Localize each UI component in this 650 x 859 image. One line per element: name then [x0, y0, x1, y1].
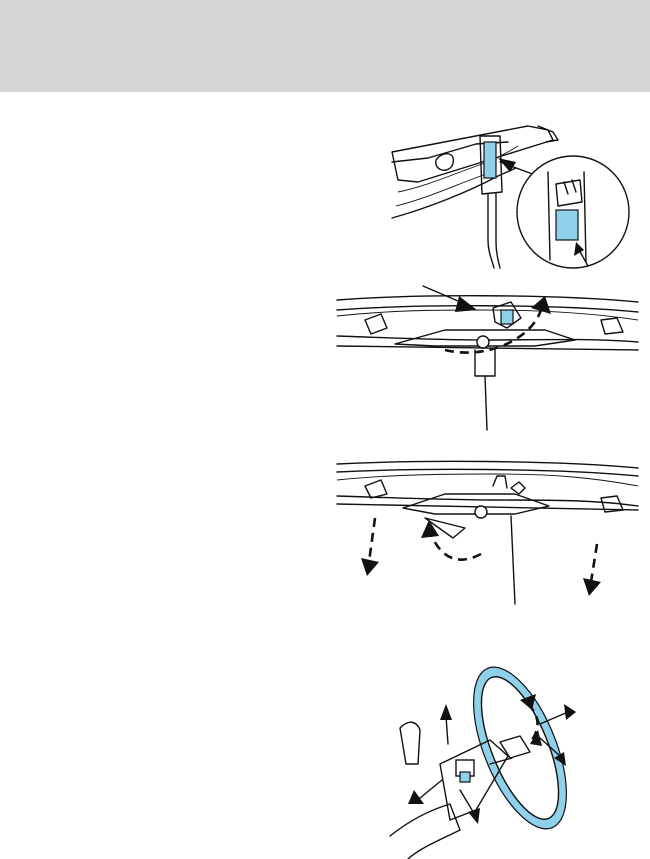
- tilt-steering-figure: [380, 660, 590, 859]
- hood-lift-figure: [335, 458, 640, 608]
- safety-catch-figure: [335, 280, 640, 435]
- hood-release-lever-figure: [388, 122, 628, 270]
- page-header-band: [0, 0, 650, 92]
